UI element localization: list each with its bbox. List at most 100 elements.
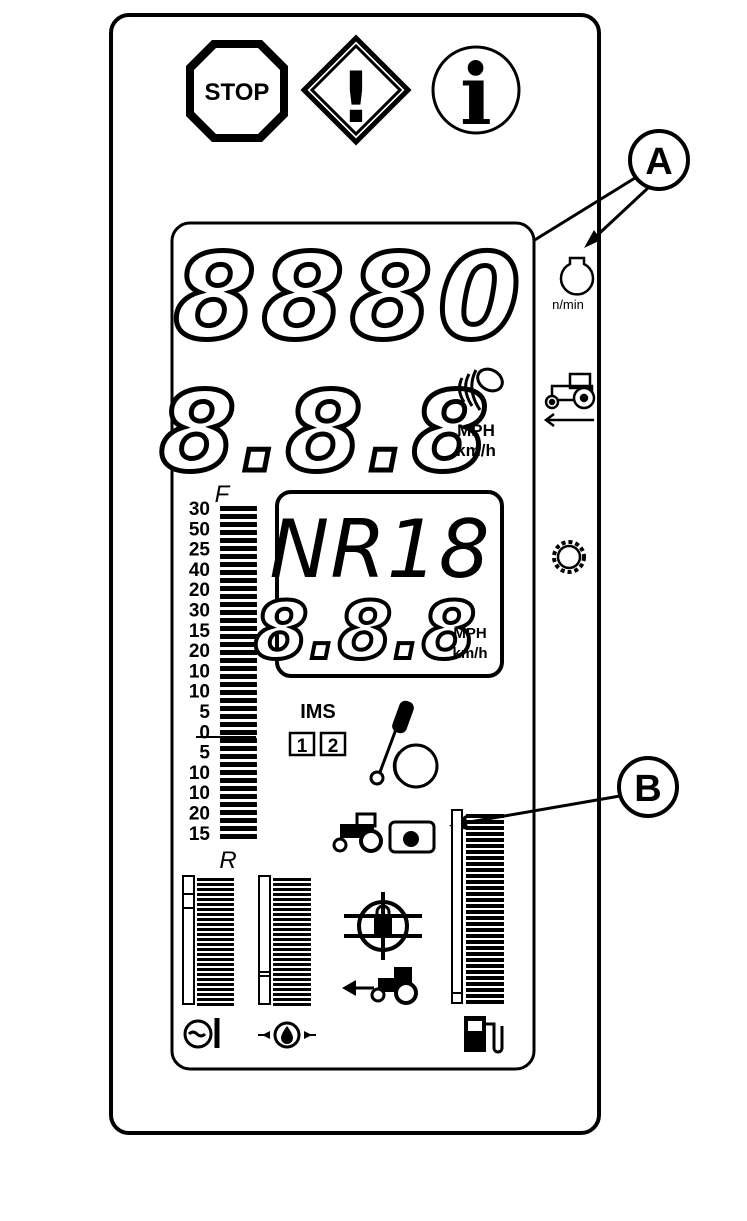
- gauge-bar-segment: [220, 786, 257, 791]
- temp-bar-segment: [197, 983, 234, 986]
- coolant-temperature-bar-gauge: [182, 875, 234, 1006]
- gauge-bar-segment: [220, 746, 257, 751]
- fuel-bar-segment: [466, 862, 504, 866]
- fuel-bar-segment: [466, 838, 504, 842]
- gear-display-box: [275, 490, 504, 678]
- fuel-bar-segment: [466, 994, 504, 998]
- info-icon-mark: i: [460, 45, 492, 144]
- gauge-bar-segment: [220, 546, 257, 551]
- gauge-bar-segment: [220, 706, 257, 711]
- oil-bar-segment: [273, 938, 311, 941]
- tractor-pto-icon: [332, 812, 436, 854]
- fuel-gauge-frame: [451, 809, 463, 1004]
- fuel-bar-segment: [466, 916, 504, 920]
- gauge-bar-segment: [220, 826, 257, 831]
- temp-bar-segment: [197, 878, 234, 881]
- gauge-bar-segment: [220, 802, 257, 807]
- sub-speed-readout: 8.8.8: [254, 587, 476, 677]
- fuel-bar-segment: [466, 850, 504, 854]
- gauge-scale-label: 0: [199, 722, 210, 743]
- ims-box-2-label: 2: [328, 736, 339, 757]
- fuel-bar-segment: [466, 904, 504, 908]
- oil-bar-segment: [273, 878, 311, 881]
- gauge-bar-segment: [220, 554, 257, 559]
- ims-box-1: [288, 731, 316, 757]
- temp-bar-segment: [197, 908, 234, 911]
- fuel-bar-segment: [466, 880, 504, 884]
- radar-icon: [457, 367, 504, 411]
- oil-bar-segment: [273, 948, 311, 951]
- temp-gauge-frame: [182, 875, 195, 1005]
- temp-bar-segment: [197, 1003, 234, 1006]
- gauge-bar-segment: [220, 650, 257, 655]
- fuel-bar-segment: [466, 826, 504, 830]
- temp-bar-segment: [197, 963, 234, 966]
- hitch-lever-icon: [369, 700, 439, 789]
- temp-bar-segment: [197, 973, 234, 976]
- gauge-bar-segment: [220, 634, 257, 639]
- oil-bar-segment: [273, 963, 311, 966]
- temp-bar-segment: [197, 888, 234, 891]
- gauge-bar-segment: [220, 730, 257, 735]
- gauge-scale-label: 20: [189, 804, 210, 825]
- reverse-tractor-icon: [342, 967, 418, 1005]
- temp-bar-segment: [197, 938, 234, 941]
- engine-speed-readout: 8880: [174, 228, 526, 366]
- pto-speed-icon: [552, 540, 586, 574]
- fuel-bar-segment: [466, 958, 504, 962]
- oil-bar-segment: [273, 953, 311, 956]
- fuel-bar-segment: [466, 934, 504, 938]
- gauge-bar-segment: [220, 682, 257, 687]
- oil-bar-segment: [273, 893, 311, 896]
- oil-bar-segment: [273, 993, 311, 996]
- oil-bar-segment: [273, 958, 311, 961]
- sub-unit-mph: MPH: [453, 625, 486, 642]
- gauge-bar-segment: [220, 690, 257, 695]
- fuel-gauge-indicator: [451, 992, 463, 1004]
- temp-bar-segment: [197, 893, 234, 896]
- warning-icon: !: [300, 34, 412, 146]
- fuel-bar-segment: [466, 898, 504, 902]
- gauge-scale-label: 10: [189, 682, 210, 703]
- temp-bar-segment: [197, 953, 234, 956]
- fuel-bar-segment: [466, 928, 504, 932]
- fuel-bar-segment: [466, 964, 504, 968]
- fuel-pump-icon: [464, 1016, 504, 1054]
- gauge-bar-segment: [220, 514, 257, 519]
- oil-bar-segment: [273, 978, 311, 981]
- gauge-bar-segment: [220, 818, 257, 823]
- temp-bar-segment: [197, 948, 234, 951]
- gauge-scale-label: 10: [189, 783, 210, 804]
- gauge-bar-segment: [220, 626, 257, 631]
- temp-bar-segment: [197, 928, 234, 931]
- oil-bar-segment: [273, 983, 311, 986]
- info-icon: i: [431, 45, 521, 144]
- ims-label: IMS: [300, 701, 336, 723]
- warning-icon-mark: !: [340, 57, 372, 139]
- fuel-bar-segment: [466, 892, 504, 896]
- gauge-reverse-label: R: [219, 847, 236, 874]
- temp-bar-segment: [197, 913, 234, 916]
- oil-bar-segment: [273, 923, 311, 926]
- differential-lock-icon: [344, 892, 422, 960]
- gauge-scale-label: 30: [189, 499, 210, 520]
- coolant-temperature-icon: [183, 1018, 220, 1049]
- gauge-bar-segment: [220, 586, 257, 591]
- fuel-bar-segment: [466, 940, 504, 944]
- oil-gauge-indicator: [258, 971, 271, 977]
- temp-bar-segment: [197, 968, 234, 971]
- gauge-scale-label: 15: [189, 621, 211, 642]
- ground-speed-tractor-icon: [543, 372, 596, 427]
- gauge-scale-label: 15: [189, 824, 211, 845]
- fuel-bar-segment: [466, 844, 504, 848]
- oil-bar-segment: [273, 988, 311, 991]
- oil-bar-segment: [273, 908, 311, 911]
- speed-unit-kmh: km/h: [456, 441, 496, 460]
- fuel-bar-segment: [466, 874, 504, 878]
- gauge-bar-segment: [220, 666, 257, 671]
- gauge-bar-segment: [220, 770, 257, 775]
- oil-pressure-icon: [258, 1021, 316, 1049]
- gauge-bar-segment: [220, 538, 257, 543]
- fuel-bar-segment: [466, 814, 504, 818]
